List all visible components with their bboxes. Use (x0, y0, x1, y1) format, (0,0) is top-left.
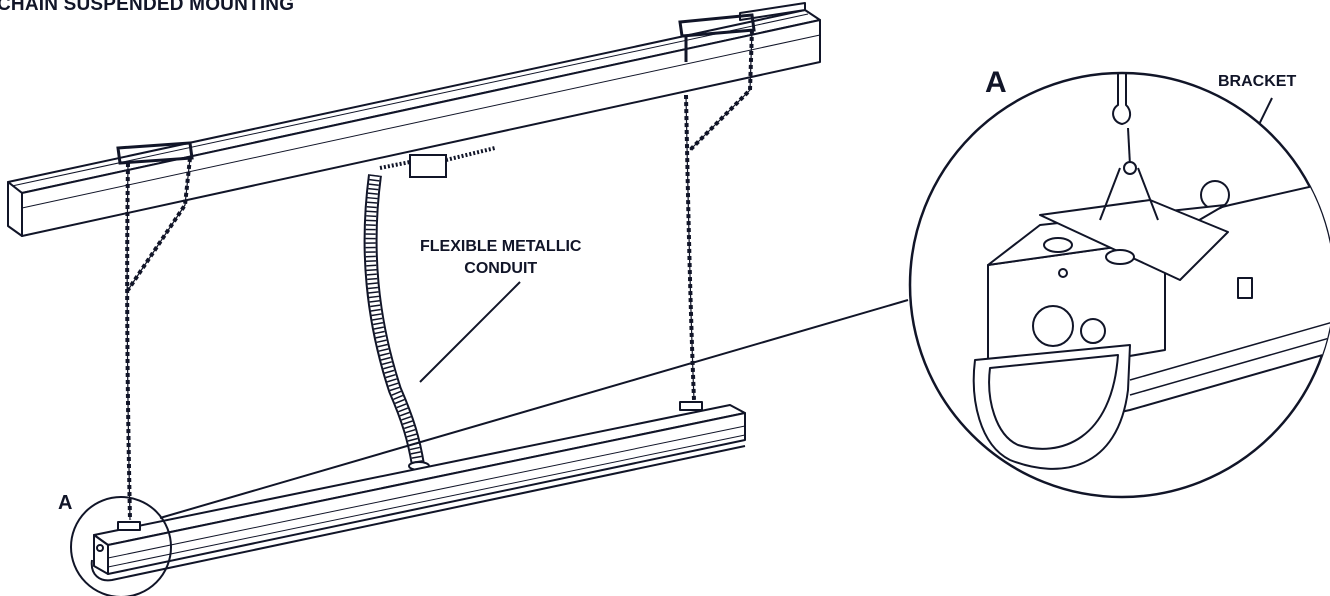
right-chain (678, 13, 756, 401)
detail-marker-large: A (985, 66, 1007, 99)
linear-fixture (90, 401, 746, 582)
page-title: CHAIN SUSPENDED MOUNTING (0, 0, 295, 15)
detail-callout (70, 299, 909, 596)
left-chain (116, 141, 194, 521)
detail-circle-small (70, 496, 172, 596)
conduit-label: FLEXIBLE METALLIC CONDUIT (420, 236, 581, 280)
conduit-leader (419, 281, 521, 383)
junction-box (379, 146, 496, 178)
strut-channel (7, 2, 821, 237)
conduit-label-line1: FLEXIBLE METALLIC (420, 238, 582, 255)
detail-view-a (908, 71, 1330, 499)
detail-marker-small: A (58, 492, 73, 514)
bracket-label: BRACKET (1218, 73, 1297, 90)
flexible-conduit (363, 174, 430, 471)
conduit-label-line2: CONDUIT (464, 260, 538, 277)
